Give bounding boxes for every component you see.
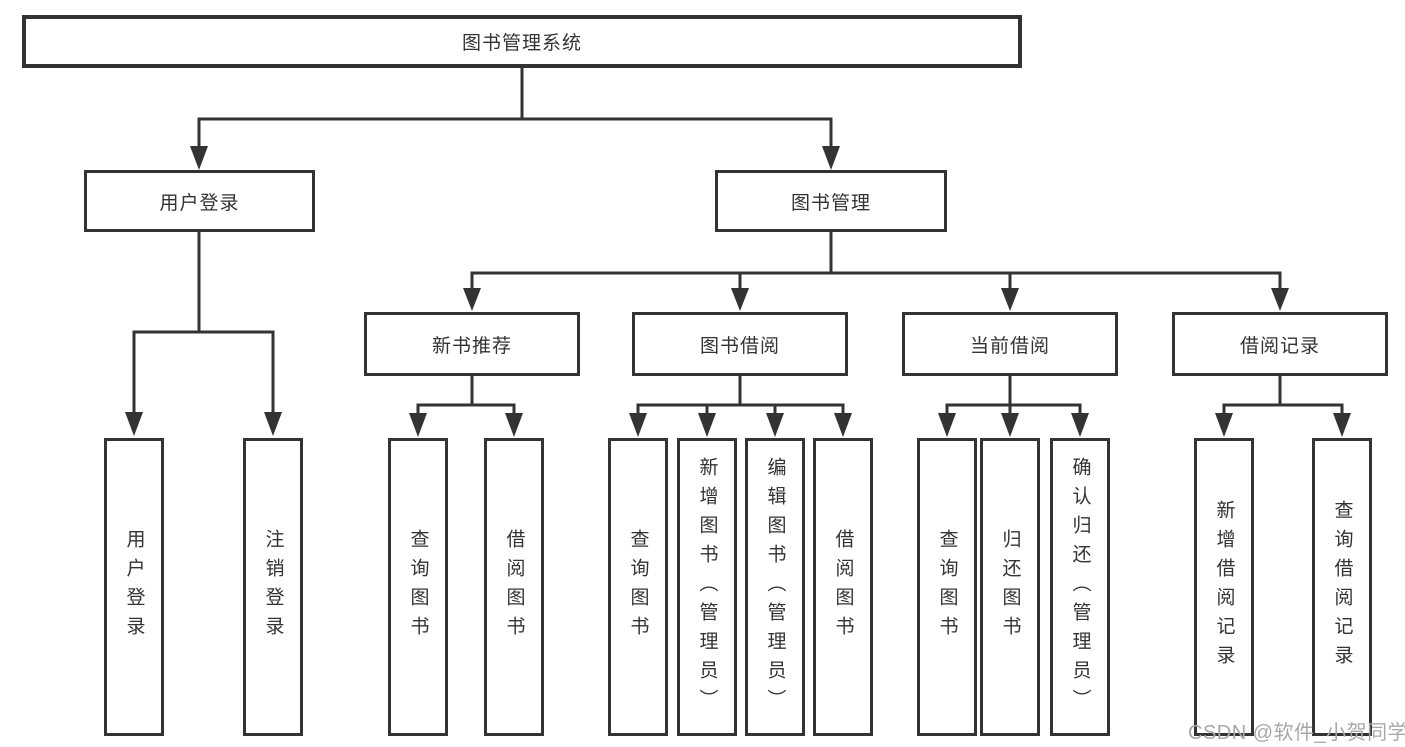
leaf-user-login: 用户登录	[104, 438, 164, 736]
leaf-label: 借阅图书	[832, 529, 854, 645]
node-book-borrow: 图书借阅	[632, 312, 848, 376]
leaf-label: 用户登录	[123, 529, 145, 645]
node-current-borrow: 当前借阅	[902, 312, 1118, 376]
leaf-label: 新增图书（管理员）	[696, 456, 718, 718]
leaf-confirm-return-admin: 确认归还（管理员）	[1050, 438, 1110, 736]
node-borrow-records: 借阅记录	[1172, 312, 1388, 376]
leaf-label: 新增借阅记录	[1213, 500, 1235, 674]
leaf-logout: 注销登录	[243, 438, 303, 736]
leaf-query-books-borrow: 查询图书	[608, 438, 668, 736]
leaf-borrow-books: 借阅图书	[813, 438, 873, 736]
leaf-add-books-admin: 新增图书（管理员）	[677, 438, 737, 736]
leaf-label: 归还图书	[999, 529, 1021, 645]
node-book-management: 图书管理	[715, 170, 947, 232]
leaf-label: 查询图书	[627, 529, 649, 645]
leaf-label: 编辑图书（管理员）	[764, 456, 786, 718]
leaf-query-books-recommend: 查询图书	[388, 438, 448, 736]
leaf-label: 确认归还（管理员）	[1069, 456, 1091, 718]
leaf-label: 注销登录	[262, 529, 284, 645]
csdn-watermark: CSDN @软件_小贺同学	[1188, 722, 1405, 744]
leaf-borrow-books-recommend: 借阅图书	[484, 438, 544, 736]
leaf-label: 查询图书	[936, 529, 958, 645]
leaf-query-borrow-record: 查询借阅记录	[1312, 438, 1372, 736]
leaf-label: 查询图书	[407, 529, 429, 645]
leaf-label: 查询借阅记录	[1331, 500, 1353, 674]
node-new-book-recommend: 新书推荐	[364, 312, 580, 376]
leaf-query-books-current: 查询图书	[917, 438, 977, 736]
leaf-add-borrow-record: 新增借阅记录	[1194, 438, 1254, 736]
node-library-management-system: 图书管理系统	[22, 15, 1022, 68]
leaf-return-books: 归还图书	[980, 438, 1040, 736]
leaf-label: 借阅图书	[503, 529, 525, 645]
leaf-edit-books-admin: 编辑图书（管理员）	[745, 438, 805, 736]
node-user-login: 用户登录	[84, 170, 315, 232]
